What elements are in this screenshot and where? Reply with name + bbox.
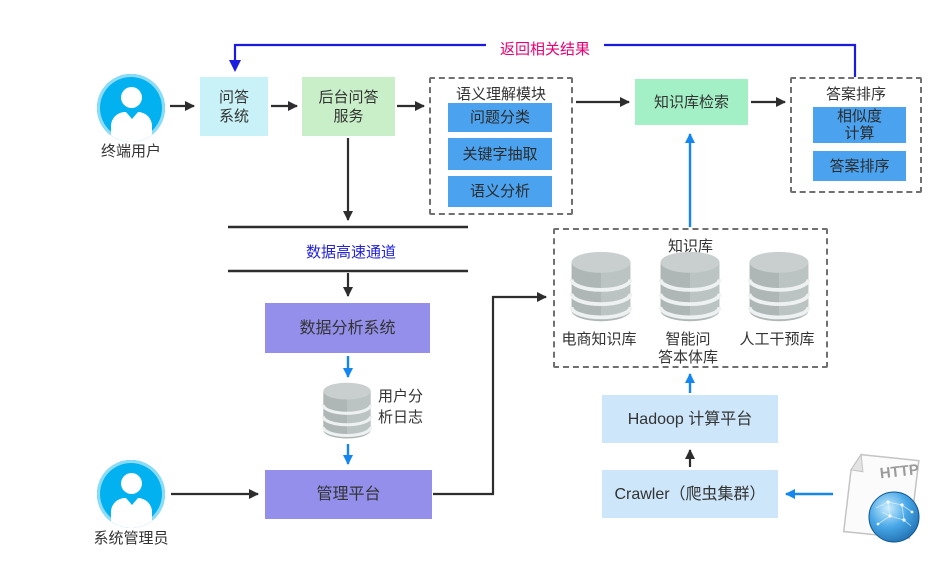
admin-platform-box: 管理平台 (265, 470, 432, 519)
answer-ranking-group: 答案排序 相似度 计算 答案排序 (790, 77, 922, 193)
admin-icon (97, 460, 165, 528)
user-log-label: 用户分 析日志 (378, 388, 424, 426)
db-ecommerce: 电商知识库 (561, 249, 637, 349)
http-label: HTTP (879, 461, 920, 482)
terminal-user-label: 终端用户 (100, 143, 161, 160)
system-admin (97, 460, 165, 528)
database-icon (658, 251, 722, 322)
database-icon (747, 251, 811, 322)
return-results-label: 返回相关结果 (486, 38, 604, 59)
keyword-extract-box: 关键字抽取 (448, 138, 552, 170)
database-icon (321, 382, 373, 439)
backend-service-box: 后台问答 服务 (302, 77, 395, 136)
db-ontology-label: 智能问 答本体库 (657, 331, 718, 366)
data-analysis-box: 数据分析系统 (265, 303, 430, 353)
knowledge-base-group: 知识库 电商知识库 智能问 答本体库 (553, 228, 828, 368)
semantic-analysis-box: 语义分析 (448, 176, 552, 207)
system-admin-label: 系统管理员 (93, 530, 169, 547)
semantic-module-group: 语义理解模块 问题分类 关键字抽取 语义分析 (429, 77, 573, 215)
arrow-platform-to-kb (433, 292, 547, 496)
http-source: HTTP (832, 450, 928, 550)
db-manual-label: 人工干预库 (739, 331, 815, 348)
qa-system-box: 问答 系统 (200, 77, 268, 136)
semantic-module-title: 语义理解模块 (455, 86, 546, 103)
kb-search-box: 知识库检索 (635, 79, 748, 125)
knowledge-base-title: 知识库 (667, 238, 713, 255)
user-log-db (321, 380, 373, 442)
similarity-box: 相似度 计算 (813, 107, 906, 143)
http-document-icon: HTTP (842, 453, 920, 543)
db-ecommerce-label: 电商知识库 (561, 331, 637, 348)
answer-rank-box: 答案排序 (813, 151, 906, 181)
answer-ranking-title: 答案排序 (825, 86, 886, 103)
database-icon (569, 251, 633, 322)
crawler-box: Crawler（爬虫集群） (602, 470, 778, 518)
terminal-user (97, 74, 165, 142)
data-channel-label: 数据高速通道 (288, 241, 414, 262)
question-classify-box: 问题分类 (448, 103, 552, 132)
db-manual: 人工干预库 (739, 249, 815, 349)
user-icon (97, 74, 165, 142)
hadoop-box: Hadoop 计算平台 (602, 395, 778, 443)
db-ontology: 智能问 答本体库 (655, 249, 725, 367)
